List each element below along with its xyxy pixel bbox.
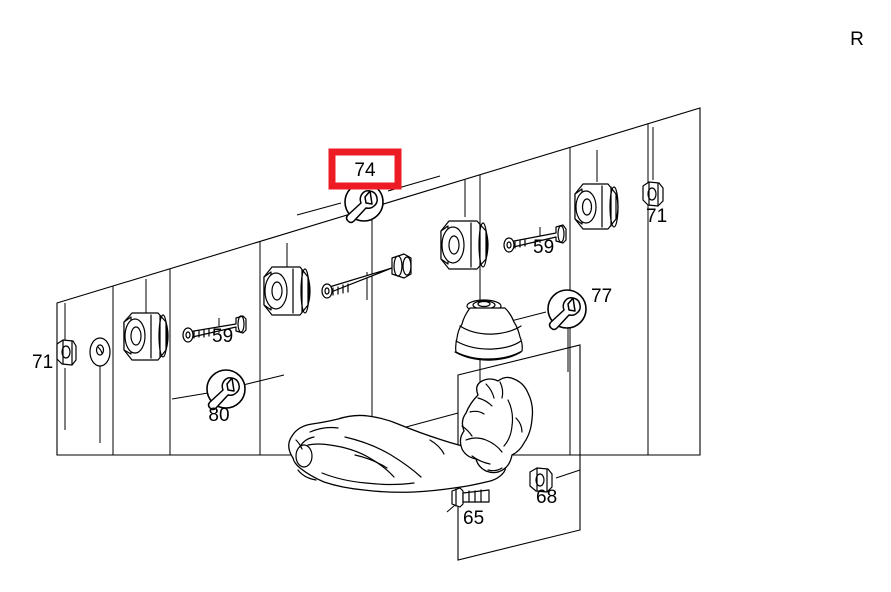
corner-mark-r: R [850, 29, 864, 50]
highlight-number-74: 74 [354, 160, 376, 181]
callout-label-65: 65 [463, 508, 484, 529]
callout-label-77: 77 [591, 286, 612, 307]
part-control-arm [288, 414, 507, 493]
part-hex-nut-right [642, 181, 664, 207]
callout-label-68: 68 [536, 487, 557, 508]
callout-wrench-77[interactable] [547, 289, 587, 331]
highlight-box-74[interactable]: 74 [328, 148, 402, 190]
part-nut-68 [529, 467, 553, 493]
part-hex-nut-left [56, 339, 77, 366]
part-bolt-right [503, 224, 567, 253]
callout-wrench-74[interactable] [344, 182, 384, 224]
part-bushing-middle [263, 266, 311, 316]
part-dust-boot [454, 299, 523, 361]
part-bushing-right [440, 220, 489, 270]
callout-label-71-left: 71 [32, 352, 53, 373]
part-bolt-65 [451, 487, 490, 508]
callout-label-71-right: 71 [646, 206, 667, 227]
callout-label-59-right: 59 [533, 237, 554, 258]
part-bolt-left [182, 315, 247, 343]
part-bushing-far-right [574, 183, 619, 230]
callout-label-80: 80 [208, 405, 229, 426]
part-washer-left [89, 337, 111, 367]
part-bushing-left [123, 312, 169, 361]
callout-label-59-left: 59 [212, 326, 233, 347]
part-steering-knuckle [459, 376, 534, 474]
callout-wrench-80[interactable] [206, 369, 246, 411]
part-bolt-middle [321, 253, 412, 299]
